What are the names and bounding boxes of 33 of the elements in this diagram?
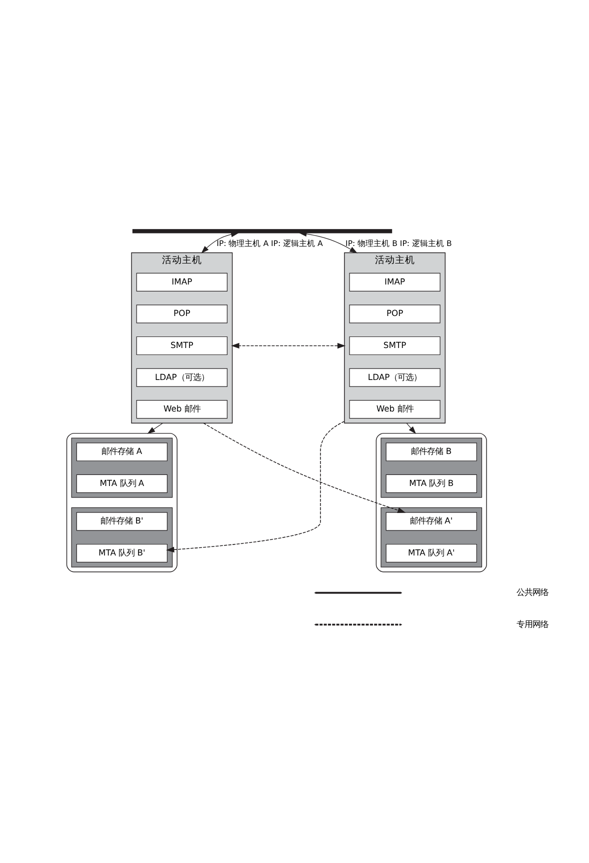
node-box: 邮件存储 A' xyxy=(386,512,477,531)
node-box: LDAP（可选） xyxy=(349,368,440,387)
node-bar xyxy=(132,229,392,234)
legend-label: 公共网络 xyxy=(516,587,549,598)
node-box: MTA 队列 B xyxy=(386,474,477,493)
node-box: SMTP xyxy=(349,336,440,356)
arrow xyxy=(231,342,346,349)
node-box: Web 邮件 xyxy=(349,400,440,419)
arrow xyxy=(203,422,406,513)
arrow xyxy=(147,422,164,434)
node-box: POP xyxy=(349,304,440,324)
node-box: LDAP（可选） xyxy=(136,368,228,387)
node-box: 邮件存储 A xyxy=(76,442,168,462)
arrow xyxy=(201,232,239,254)
node-box: 邮件存储 B' xyxy=(76,512,168,531)
cluster xyxy=(376,432,487,572)
node-box: POP xyxy=(136,304,228,324)
node-box: Web 邮件 xyxy=(136,400,228,419)
node-box: MTA 队列 A xyxy=(76,474,168,493)
node-box: 邮件存储 B xyxy=(386,442,477,462)
node-box: IMAP xyxy=(349,272,440,292)
arrow xyxy=(298,231,358,254)
cluster xyxy=(71,438,173,498)
cluster xyxy=(380,438,482,498)
node-box: IMAP xyxy=(136,272,228,292)
node-box: MTA 队列 A' xyxy=(386,544,477,563)
arrow xyxy=(166,420,345,552)
arrow xyxy=(406,422,416,434)
legend-label: 专用网络 xyxy=(516,618,549,629)
node-box: MTA 队列 B' xyxy=(76,544,168,563)
cluster xyxy=(66,432,178,572)
node-box: SMTP xyxy=(136,336,228,356)
cluster xyxy=(71,507,173,568)
